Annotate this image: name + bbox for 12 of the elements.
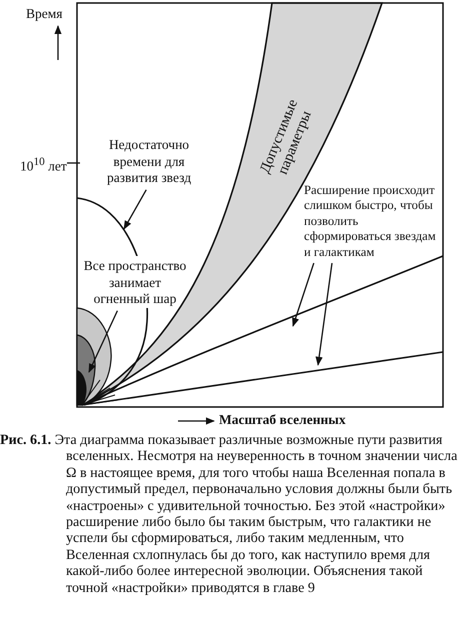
callout-text: Все пространство занимает огненный шар: [82, 258, 188, 308]
axis-label: Время: [26, 6, 64, 23]
leader-arrow: [123, 189, 147, 230]
callout-text: Недостаточно времени для развития звезд: [106, 137, 192, 187]
axis-label: Масштаб вселенных: [219, 412, 347, 429]
trajectory-line: [82, 255, 444, 406]
leader-arrow: [88, 310, 118, 373]
figure-caption: Рис. 6.1. Эта диаграмма показывает различные возможные пути развития вселенных. Несмотря на неуверенность в точном значении числа Ω в настоящее время, для того чтобы наша Вселенная попала в допустимый предел, первоначально условия должны были быть «настроены» с удивительной точностью. Без этой «настройки» расширение либо было бы таким быстрым, что галактики не успели бы сформироваться, либо таким медленным, что Вселенная схлопнулась бы до того, как наступило время для какой-либо более интересной эволюции. Объяснения такой точной «настройки» приводятся в главе 9: [0, 432, 458, 596]
leader-arrow: [316, 262, 333, 366]
tick-label: 10$^{10}$ лет: [20, 155, 66, 176]
callout-text: Расширение происходит слишком быстро, чтобы позволить сформироваться звездам и галактикам: [304, 183, 437, 260]
leader-arrow: [292, 262, 314, 327]
